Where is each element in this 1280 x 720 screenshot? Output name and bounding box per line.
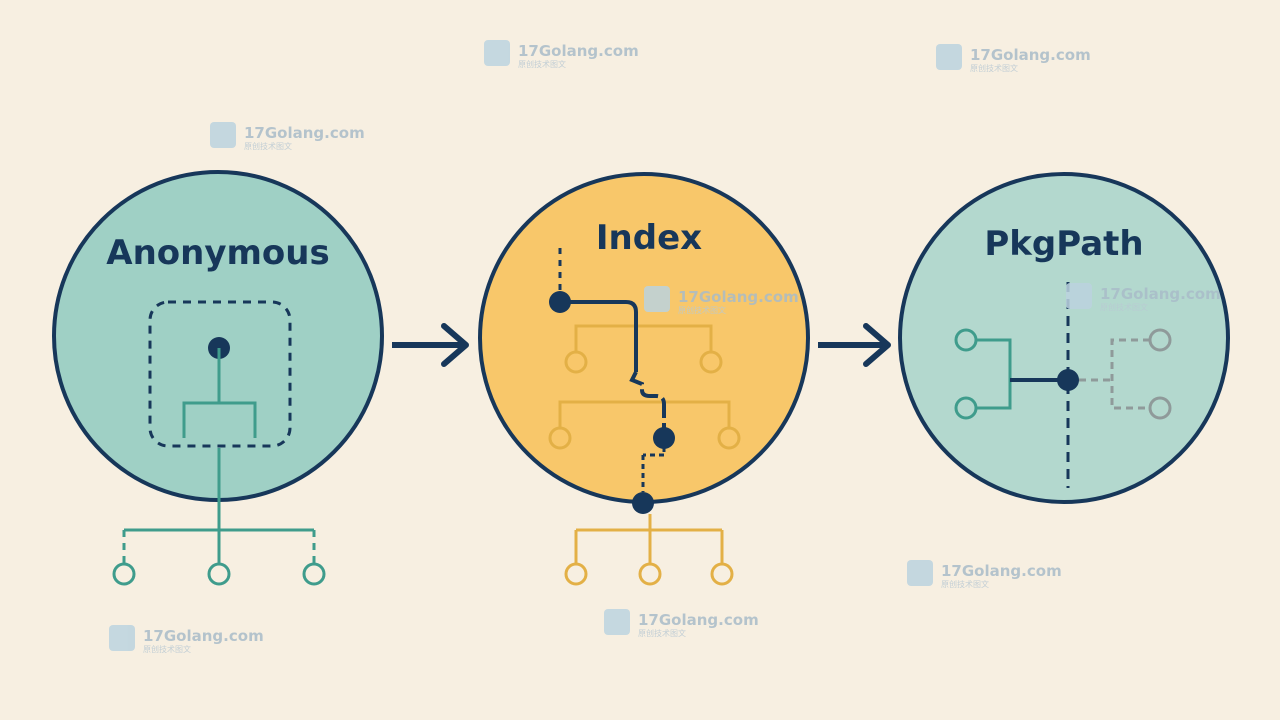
anonymous-leaf-node (112, 562, 136, 586)
pkgpath-node (1148, 328, 1172, 352)
chat-bubble-icon (936, 44, 962, 70)
watermark-text: 17Golang.com (244, 124, 365, 142)
chat-bubble-icon (604, 609, 630, 635)
anonymous-label: Anonymous (106, 233, 329, 273)
arrow-2 (818, 323, 891, 367)
watermark: 17Golang.com 原创技术图文 (1066, 283, 1221, 312)
arrow-1 (392, 323, 469, 367)
watermark: 17Golang.com 原创技术图文 (936, 44, 1091, 73)
chat-bubble-icon (1066, 283, 1092, 309)
watermark-subtext: 原创技术图文 (941, 579, 989, 589)
watermark-text: 17Golang.com (941, 562, 1062, 580)
watermark-text: 17Golang.com (970, 46, 1091, 64)
anonymous-leaf-node (207, 562, 231, 586)
index-path-node (632, 492, 654, 514)
index-node (564, 350, 588, 374)
index-node (717, 426, 741, 450)
index-node (699, 350, 723, 374)
pkgpath-center-node (1057, 369, 1079, 391)
embedded-struct-box (148, 300, 292, 448)
watermark-subtext: 原创技术图文 (638, 628, 686, 638)
arrow-head-icon (863, 323, 891, 367)
watermark: 17Golang.com 原创技术图文 (484, 40, 639, 69)
chat-bubble-icon (644, 286, 670, 312)
watermark-text: 17Golang.com (678, 288, 799, 306)
watermark-text: 17Golang.com (518, 42, 639, 60)
watermark: 17Golang.com 原创技术图文 (210, 122, 365, 151)
pkgpath-circle (898, 172, 1230, 504)
anonymous-leaf-node (302, 562, 326, 586)
index-node (548, 426, 572, 450)
stage-index: Index (478, 172, 810, 586)
watermark-text: 17Golang.com (1100, 285, 1221, 303)
stage-anonymous: Anonymous (52, 170, 384, 586)
watermark: 17Golang.com 原创技术图文 (109, 625, 264, 654)
index-leaf-node (710, 562, 734, 586)
index-label: Index (596, 218, 702, 258)
watermark: 17Golang.com 原创技术图文 (644, 286, 799, 315)
watermark-text: 17Golang.com (143, 627, 264, 645)
watermark-subtext: 原创技术图文 (678, 305, 726, 315)
watermark-subtext: 原创技术图文 (244, 141, 292, 151)
watermark-subtext: 原创技术图文 (143, 644, 191, 654)
chat-bubble-icon (109, 625, 135, 651)
watermark-subtext: 原创技术图文 (518, 59, 566, 69)
watermark-subtext: 原创技术图文 (970, 63, 1018, 73)
watermark-subtext: 原创技术图文 (1100, 302, 1148, 312)
watermark-text: 17Golang.com (638, 611, 759, 629)
index-leaf-node (638, 562, 662, 586)
stage-pkgpath: PkgPath (898, 172, 1230, 504)
pkgpath-label: PkgPath (984, 224, 1143, 264)
arrow-head-icon (441, 323, 469, 367)
watermark: 17Golang.com 原创技术图文 (604, 609, 759, 638)
pkgpath-node (954, 396, 978, 420)
chat-bubble-icon (484, 40, 510, 66)
watermark: 17Golang.com 原创技术图文 (907, 560, 1062, 589)
index-leaf-node (564, 562, 588, 586)
pkgpath-node (954, 328, 978, 352)
pkgpath-node (1148, 396, 1172, 420)
chat-bubble-icon (907, 560, 933, 586)
chat-bubble-icon (210, 122, 236, 148)
